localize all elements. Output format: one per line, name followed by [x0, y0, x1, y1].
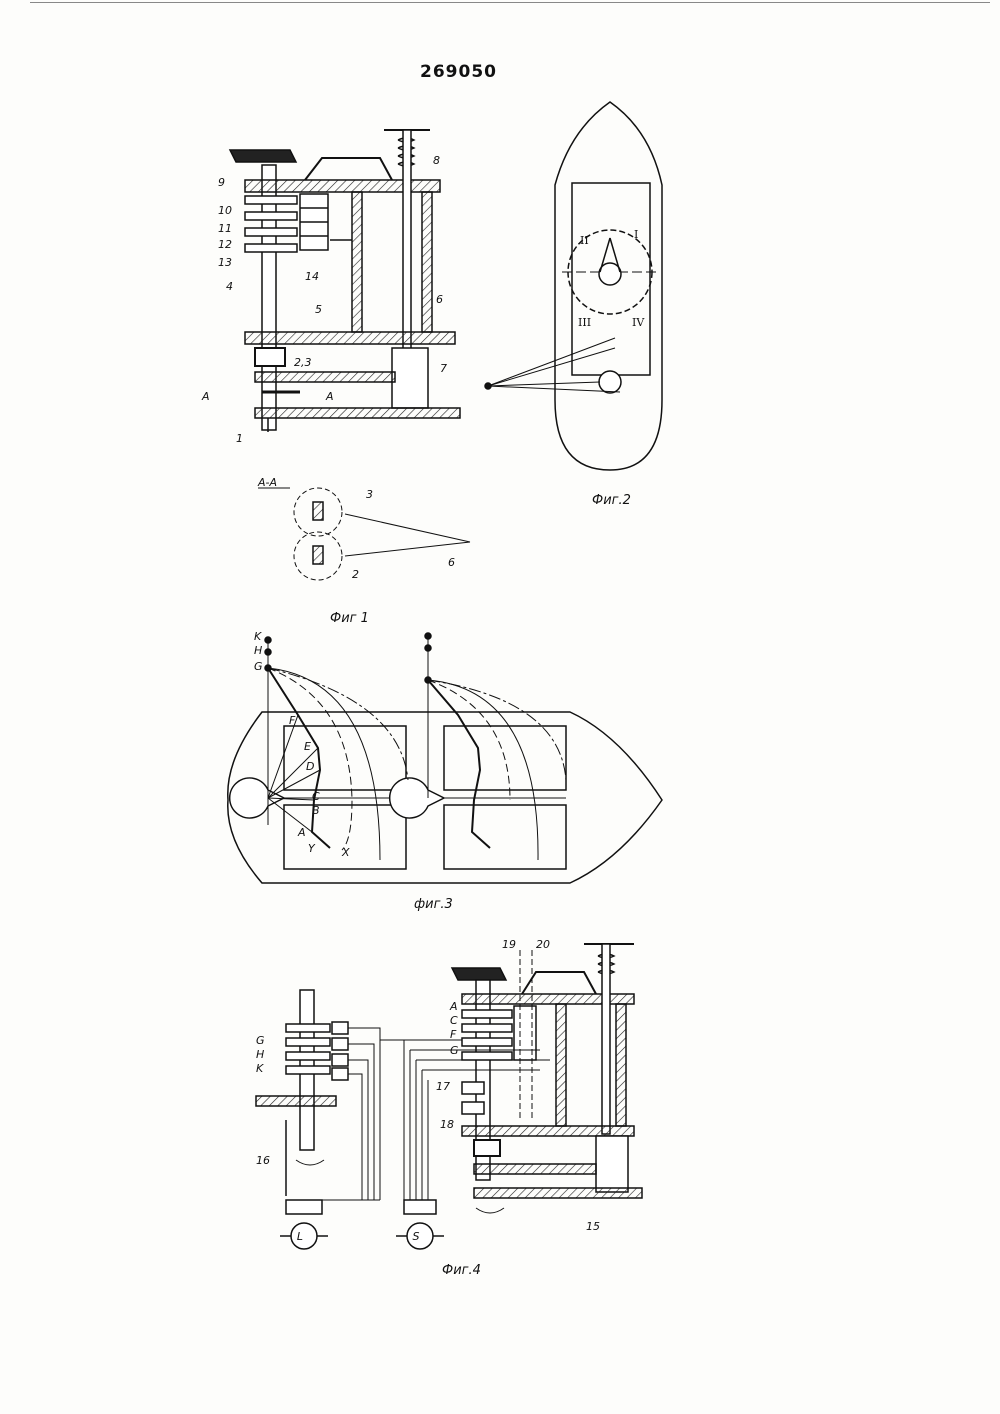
fig4-right-label-f: F	[450, 1028, 457, 1041]
fig1	[230, 130, 470, 580]
fig4-number-18: 18	[440, 1118, 454, 1131]
fig4-left-label-k: K	[256, 1062, 264, 1075]
fig4-right-label-c: C	[450, 1014, 458, 1027]
fig2-caption: Фиг.2	[592, 493, 631, 508]
fig1-label-a-left: A	[201, 390, 210, 403]
fig1-label-4: 4	[226, 280, 233, 293]
fig1-label-10: 10	[218, 204, 232, 217]
fig4-number-19: 19	[502, 938, 516, 951]
fig4-number-16: 16	[256, 1154, 270, 1167]
fig2	[485, 102, 662, 470]
fig4-motor-s: S	[413, 1230, 420, 1243]
fig4-left-label-g: G	[256, 1034, 265, 1047]
fig3-point-e: E	[304, 740, 311, 753]
fig3-point-y: Y	[308, 842, 316, 855]
fig1-label-12: 12	[218, 238, 232, 251]
fig3-point-d: D	[306, 760, 314, 773]
fig3-point-h: H	[254, 644, 262, 657]
fig1-label-5: 5	[315, 303, 322, 316]
fig1-label-8: 8	[433, 154, 440, 167]
fig3-point-g: G	[254, 660, 263, 673]
fig1-section-aa	[258, 488, 470, 580]
fig1-handle	[230, 150, 296, 162]
fig3-point-k: K	[254, 630, 262, 643]
fig4-number-20: 20	[536, 938, 550, 951]
fig3-point-b: B	[312, 804, 320, 817]
fig1-label-9: 9	[218, 176, 225, 189]
fig1-section-label-6: 6	[448, 556, 455, 569]
fig4	[256, 944, 642, 1249]
fig1-label-13: 13	[218, 256, 232, 269]
fig1-section-title: А-А	[257, 476, 277, 489]
fig3-hold-4	[444, 805, 566, 869]
fig1-label-11: 11	[218, 222, 232, 235]
fig4-left-label-h: H	[256, 1048, 264, 1061]
fig1-label-14: 14	[305, 270, 319, 283]
fig3-point-a: A	[297, 826, 306, 839]
fig1-section-label-3: 3	[366, 488, 373, 501]
fig3-point-c: C	[312, 790, 320, 803]
fig2-quadrant-iv: IV	[632, 316, 645, 329]
fig4-caption: Фиг.4	[442, 1263, 481, 1278]
fig1-section-label-2: 2	[352, 568, 359, 581]
fig1-caption: Фиг 1	[330, 611, 369, 626]
fig1-label-7: 7	[440, 362, 447, 375]
fig1-label-a-right: A	[325, 390, 334, 403]
fig4-motor-l: L	[297, 1230, 303, 1243]
fig4-right-label-g: G	[450, 1044, 459, 1057]
fig1-label-2-3: 2,3	[294, 356, 312, 369]
fig3-hold-1	[284, 726, 406, 790]
fig3-caption: фиг.3	[414, 897, 453, 912]
fig1-label-1: 1	[236, 432, 243, 445]
fig1-label-6: 6	[436, 293, 443, 306]
fig4-number-17: 17	[436, 1080, 450, 1093]
fig4-right-label-a: A	[449, 1000, 458, 1013]
fig2-quadrant-ii: II	[580, 234, 589, 247]
fig3-point-f: F	[289, 714, 296, 727]
fig2-quadrant-iii: III	[578, 316, 591, 329]
fig3-point-x: X	[341, 846, 350, 859]
fig4-number-15: 15	[586, 1220, 600, 1233]
fig3	[228, 633, 662, 883]
fig2-quadrant-i: I	[634, 228, 638, 241]
